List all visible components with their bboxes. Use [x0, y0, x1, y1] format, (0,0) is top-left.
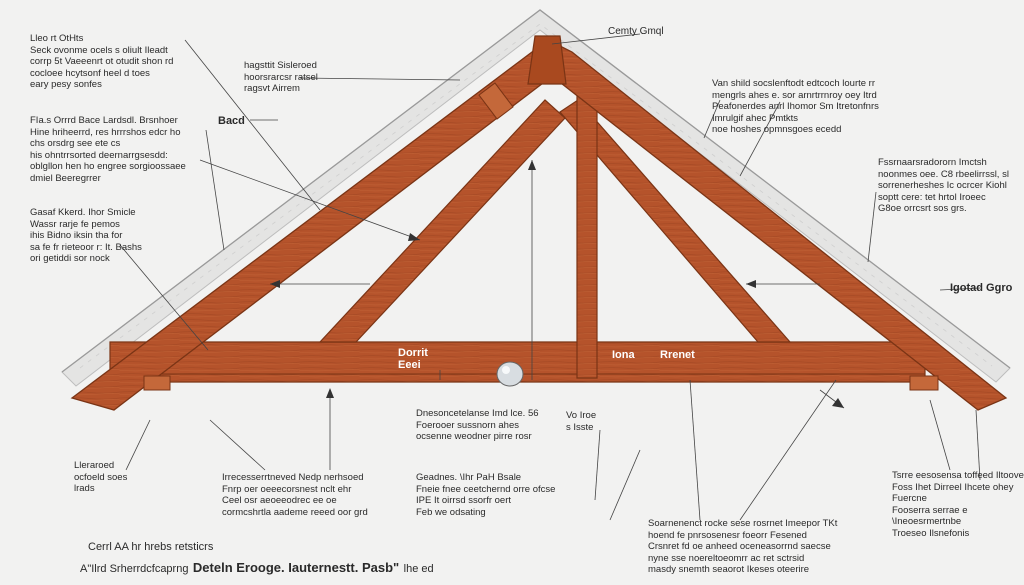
metal-connector	[496, 361, 524, 387]
caption-line-2: A"Ilrd Srherrdcfcaprng Deteln Erooge. Ia…	[80, 559, 434, 577]
label-mid-left-tag: Bacd	[218, 115, 245, 127]
caption-prefix: A"Ilrd Srherrdcfcaprng	[80, 563, 189, 575]
label-top-center: Cemty Gmql	[608, 26, 664, 37]
caption-title: Deteln Erooge. Iauternestt. Pasb"	[192, 560, 400, 575]
web-struts	[318, 87, 792, 379]
label-upper-right: Van shild socslenftodt edtcoch lourte rr…	[712, 78, 879, 135]
label-below-beam-right: Vo Iroe s Isste	[566, 410, 597, 433]
roof-sheathing	[61, 9, 1011, 387]
label-beam-right-b: Rrenet	[660, 349, 695, 361]
label-bottom-center: Geadnes. \Ihr PaH Bsale Fneie fnee ceetc…	[416, 472, 556, 518]
label-beam-right-a: Iona	[612, 349, 635, 361]
label-bottom-left: Lleraroed ocfoeld soes lrads	[74, 460, 128, 494]
label-right-tag: Igotad Ggro	[950, 282, 1013, 294]
arrowheads	[270, 160, 844, 408]
label-right: Fssrnaarsradororn Imctsh noonmes oee. C8…	[878, 157, 1009, 214]
label-beam-left: Dorrit Eeei	[398, 347, 428, 371]
label-upper-left-mid: hagsttit Sisleroed hoorsrarcsr ratsel ra…	[244, 60, 318, 94]
label-bottom-right: Tsrre eesosensa toffeed Iltoove Foss Ihe…	[892, 470, 1024, 539]
label-left: Gasaf Kkerd. Ihor Smicle Wassr rarje fe …	[30, 207, 142, 264]
label-below-beam-left: Dnesoncetelanse Imd lce. 56 Foerooer sus…	[416, 408, 539, 442]
top-chord-rafters	[70, 35, 1008, 411]
label-bottom-left-mid: Irrecesserrtneved Nedp nerhsoed Fnrp oer…	[222, 472, 368, 518]
caption-line-1: Cerrl AA hr hrebs retsticrs	[88, 541, 214, 553]
label-top-left: Lleo rt OtHts Seck ovonme ocels s oliult…	[30, 33, 174, 90]
caption-suffix: lhe ed	[403, 563, 434, 575]
label-bottom-right-center: Soarnenenct rocke sese rosrnet Imeepor T…	[648, 518, 838, 575]
label-mid-left: FIa.s Orrrd Bace Lardsdl. Brsnhoer Hine …	[30, 115, 186, 184]
